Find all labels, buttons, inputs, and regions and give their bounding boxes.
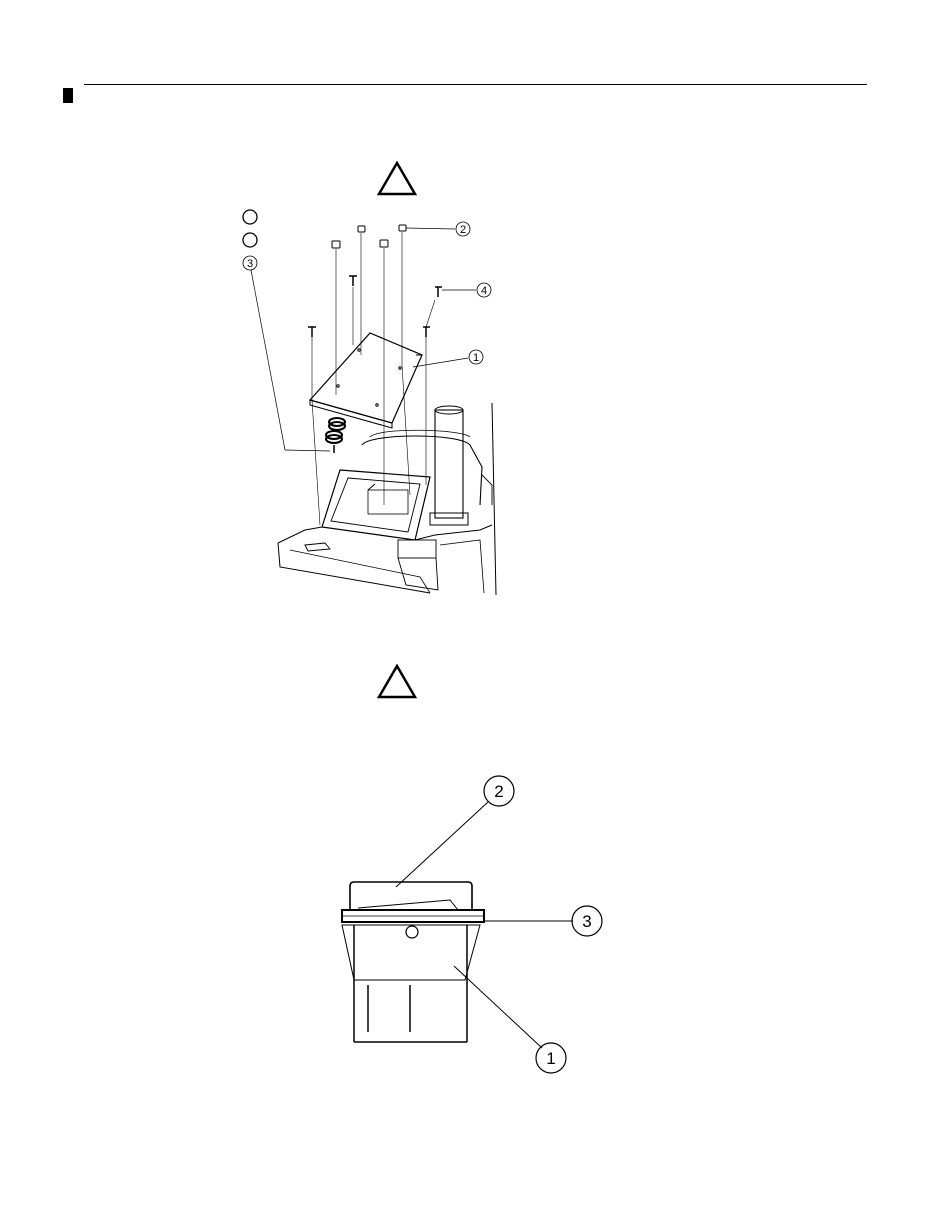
warning-triangle-icon: [377, 664, 417, 700]
blank-callout-circle: [243, 210, 257, 224]
blank-callout-circle: [243, 233, 257, 247]
callout-1-label: 1: [546, 1049, 555, 1068]
callout-1-label: 1: [473, 352, 479, 364]
change-bar: [63, 88, 73, 103]
callout-4-label: 4: [481, 285, 487, 297]
callout-2-label: 2: [494, 782, 503, 801]
callout-2-label: 2: [460, 224, 466, 236]
header-rule: [84, 84, 867, 85]
exploded-view-figure: 3 2 4 1: [230, 205, 530, 595]
warning-triangle-icon: [377, 161, 417, 197]
callout-3-label: 3: [247, 258, 253, 270]
callout-3-label: 3: [582, 912, 591, 931]
switch-figure: 2 3 1: [330, 770, 610, 1080]
